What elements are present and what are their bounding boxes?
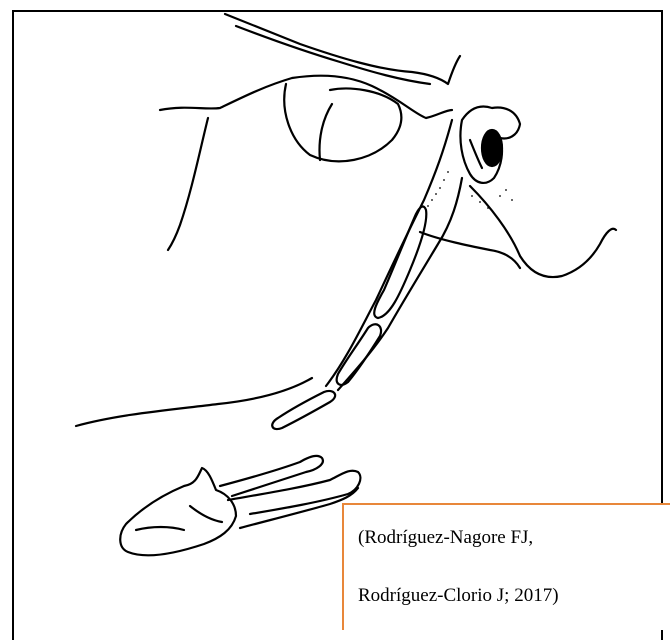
rod-upper [220,456,323,496]
right-ear-detail [470,140,482,168]
base-detail-2 [190,506,222,522]
right-ear-dark [482,130,502,166]
upper-contour-line [225,14,460,84]
base-detail [136,527,184,530]
rod-lower [228,471,360,514]
segment-3 [272,391,335,429]
citation-line-1: (Rodríguez-Nagore FJ, [358,527,533,549]
central-loop [284,84,401,161]
diagonal-tube-right [338,178,462,390]
segment-1 [374,207,426,318]
body-outline-left [160,76,452,118]
citation-box: (Rodríguez-Nagore FJ, Rodríguez-Clorio J… [342,503,670,630]
citation-line-2: Rodríguez-Clorio J; 2017) [358,585,559,607]
base-body [120,468,236,555]
central-loop-inner [320,104,333,160]
right-outer-contour [470,186,616,277]
stipple-dots [427,171,513,209]
body-outline-down [168,118,208,250]
